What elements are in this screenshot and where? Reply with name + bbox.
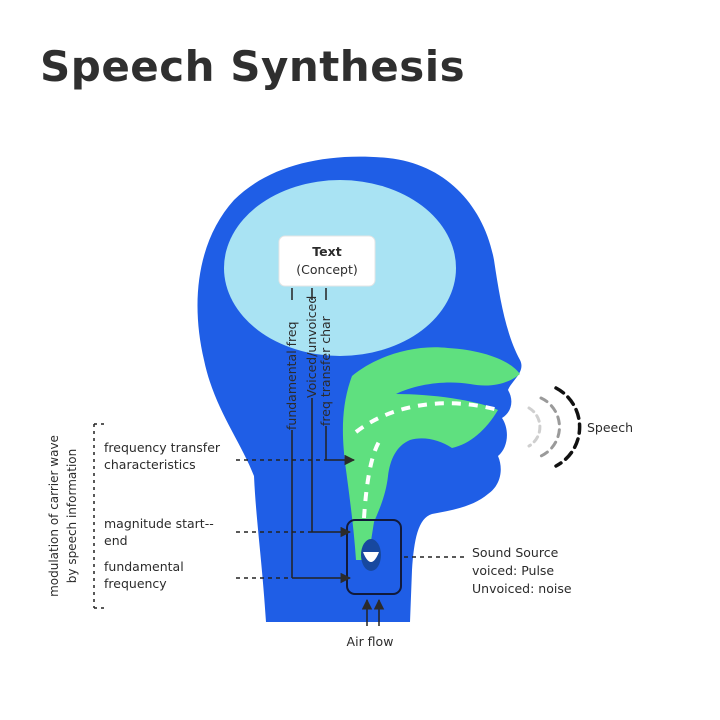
control-lines bbox=[291, 288, 327, 578]
label-fundamental-2: frequency bbox=[104, 576, 167, 591]
control-arrows bbox=[292, 454, 356, 584]
side-label-line2: by speech information bbox=[65, 449, 79, 583]
air-flow-arrows bbox=[361, 598, 385, 626]
text-box-line1: Text bbox=[312, 244, 341, 259]
left-dashed-arrows bbox=[236, 459, 326, 579]
label-fundamental-freq: fundamental freq bbox=[284, 321, 299, 430]
sound-source-title: Sound Source bbox=[472, 545, 559, 560]
text-concept-box bbox=[278, 235, 376, 287]
left-bracket bbox=[93, 423, 108, 609]
text-box-line2: (Concept) bbox=[296, 262, 357, 277]
page-title: Speech Synthesis bbox=[40, 42, 466, 91]
label-freq-transfer-char: freq transfer char bbox=[318, 315, 333, 426]
label-fundamental-1: fundamental bbox=[104, 559, 184, 574]
label-magnitude-1: magnitude start-- bbox=[104, 516, 214, 531]
tract-dashes bbox=[354, 401, 499, 519]
speech-wave-icon bbox=[527, 386, 582, 468]
sound-source-unvoiced: Unvoiced: noise bbox=[472, 581, 572, 596]
label-magnitude-2: end bbox=[104, 533, 128, 548]
vocal-tract bbox=[342, 347, 520, 560]
side-label-line1: modulation of carrier wave bbox=[47, 435, 61, 597]
speech-label: Speech bbox=[587, 420, 633, 435]
label-freq-transfer-1: frequency transfer bbox=[104, 440, 221, 455]
label-voiced-unvoiced: Voiced/unvoiced bbox=[304, 296, 319, 398]
label-freq-transfer-2: characteristics bbox=[104, 457, 196, 472]
sound-source-voiced: voiced: Pulse bbox=[472, 563, 554, 578]
larynx-box bbox=[346, 519, 402, 595]
air-flow-label: Air flow bbox=[347, 634, 394, 649]
vocal-fold-gap bbox=[363, 552, 379, 562]
